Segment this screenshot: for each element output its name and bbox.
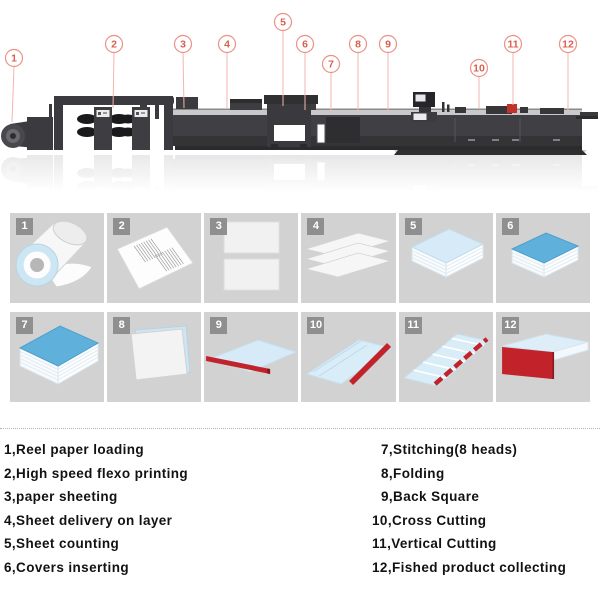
process-steps-list: 1,Reel paper loading 2,High speed flexo … xyxy=(0,428,600,579)
process-tile-8: 8 xyxy=(107,312,202,402)
panel-details xyxy=(454,118,560,142)
stitched-stack-art xyxy=(18,325,100,385)
folded-sheet-art xyxy=(130,325,191,381)
reel-unit xyxy=(1,104,53,150)
cross-cutting-art xyxy=(306,339,393,385)
vertical-cutting-art xyxy=(402,333,490,387)
process-tile-6: 6 xyxy=(495,213,590,303)
finished-product-art xyxy=(501,333,589,379)
callout-7: 7 xyxy=(321,54,341,74)
callout-number: 4 xyxy=(224,39,230,51)
stack-with-cover-art xyxy=(510,232,580,278)
step-item: 1,Reel paper loading xyxy=(4,442,145,457)
callout-6: 6 xyxy=(295,34,315,54)
tile-number-badge: 11 xyxy=(404,317,422,334)
step-item: 8,Folding xyxy=(381,465,445,481)
callout-number: 12 xyxy=(562,39,574,51)
tile-number-badge: 5 xyxy=(404,218,422,235)
callout-4: 4 xyxy=(217,34,237,54)
process-tile-10: 10 xyxy=(301,312,396,402)
callout-8: 8 xyxy=(348,34,368,54)
callout-2: 2 xyxy=(104,34,124,54)
callout-5: 5 xyxy=(273,12,293,32)
callouts: 1 2 3 4 5 6 7 8 xyxy=(4,12,578,78)
callout-number: 7 xyxy=(328,59,334,71)
step-item: 7,Stitching(8 heads) xyxy=(381,442,518,457)
step-item: 11,Vertical Cutting xyxy=(372,536,497,551)
counting-cabinet xyxy=(264,95,360,149)
tile-number-badge: 6 xyxy=(501,218,519,235)
process-tile-2: 2 xyxy=(107,213,202,303)
leader-lines xyxy=(11,30,569,123)
layered-sheets-art xyxy=(305,232,393,278)
cut-sheets-art xyxy=(223,221,280,291)
callout-3: 3 xyxy=(173,34,193,54)
tile-number-badge: 2 xyxy=(113,218,131,235)
steps-column-right: 7,Stitching(8 heads) 8,Folding 9,Back Sq… xyxy=(372,438,600,579)
conveyor-body xyxy=(173,108,587,155)
tile-number-badge: 8 xyxy=(113,317,131,334)
step-item: 10,Cross Cutting xyxy=(372,512,487,528)
callout-number: 6 xyxy=(302,39,308,51)
step-item: 5,Sheet counting xyxy=(4,536,120,551)
callout-10: 10 xyxy=(469,58,489,78)
counted-stack-art xyxy=(410,228,484,278)
tile-number-badge: 9 xyxy=(210,317,228,334)
process-tile-12: 12 xyxy=(495,312,590,402)
callout-9: 9 xyxy=(378,34,398,54)
process-tile-3: 3 xyxy=(204,213,299,303)
callout-number: 2 xyxy=(111,39,117,51)
step-item: 3,paper sheeting xyxy=(4,489,118,504)
cutting-units xyxy=(455,104,598,119)
tile-number-badge: 1 xyxy=(16,218,33,235)
process-tile-7: 7 xyxy=(10,312,105,402)
steps-column-left: 1,Reel paper loading 2,High speed flexo … xyxy=(0,438,372,579)
machine-body xyxy=(1,92,598,155)
process-tile-9: 9 xyxy=(204,312,299,402)
callout-12: 12 xyxy=(558,34,578,54)
tile-number-badge: 3 xyxy=(210,218,228,235)
callout-number: 11 xyxy=(507,39,518,51)
process-tiles-grid: 1 2 3 4 5 xyxy=(0,213,600,402)
process-tile-11: 11 xyxy=(398,312,493,402)
machine-illustration: 1 2 3 4 5 6 7 8 xyxy=(0,0,600,205)
callout-number: 5 xyxy=(280,17,286,29)
callout-number: 9 xyxy=(385,39,391,51)
tile-number-badge: 10 xyxy=(307,317,325,334)
callout-1: 1 xyxy=(4,48,24,68)
back-square-art xyxy=(206,339,298,374)
step-item: 2,High speed flexo printing xyxy=(4,465,189,481)
step-item: 9,Back Square xyxy=(381,489,480,504)
paper-reel-art xyxy=(15,220,93,288)
tile-number-badge: 7 xyxy=(16,317,33,334)
callout-number: 1 xyxy=(11,53,17,65)
callout-number: 3 xyxy=(180,39,186,51)
control-tower xyxy=(411,92,450,122)
process-tile-1: 1 xyxy=(10,213,105,303)
step-item: 6,Covers inserting xyxy=(4,559,129,575)
process-tile-4: 4 xyxy=(301,213,396,303)
tile-number-badge: 12 xyxy=(501,317,519,334)
process-tile-5: 5 xyxy=(398,213,493,303)
step-item: 4,Sheet delivery on layer xyxy=(4,512,173,528)
printed-sheet-art xyxy=(116,226,194,290)
step-item: 12,Fished product collecting xyxy=(372,559,567,575)
flexo-print-unit xyxy=(54,96,174,150)
reflection-fade xyxy=(0,155,600,205)
callout-number: 10 xyxy=(473,63,485,75)
callout-11: 11 xyxy=(503,34,523,54)
machine-svg: 1 2 3 4 5 6 7 8 xyxy=(0,12,600,205)
callout-number: 8 xyxy=(355,39,361,51)
tile-number-badge: 4 xyxy=(307,218,325,235)
